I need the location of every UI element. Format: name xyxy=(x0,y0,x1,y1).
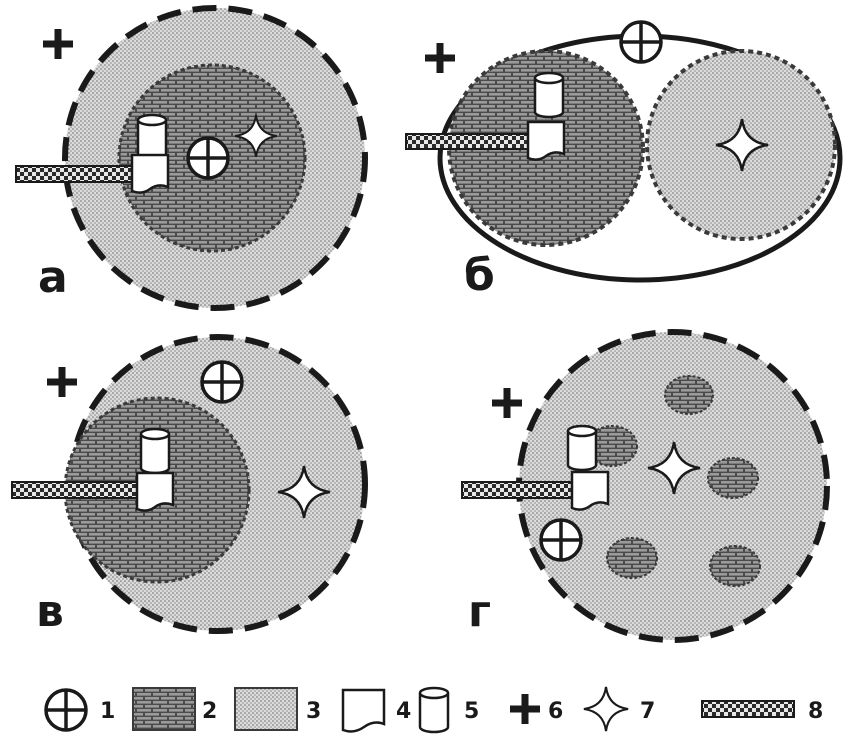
cylinder-icon xyxy=(568,426,596,470)
plus-icon xyxy=(510,694,540,724)
panel-a: а xyxy=(16,8,365,308)
legend: 1 2 3 4 5 6 7 8 xyxy=(46,687,823,732)
legend-number: 8 xyxy=(808,699,823,724)
panel-d: г xyxy=(462,332,827,640)
legend-item-5: 5 xyxy=(420,688,479,732)
legend-number: 6 xyxy=(548,699,563,724)
checker-bar xyxy=(406,134,532,149)
cylinder-icon xyxy=(141,429,169,473)
legend-number: 1 xyxy=(100,699,115,724)
panel-label: б xyxy=(464,250,495,301)
circle-cross-icon xyxy=(541,520,581,560)
panel-b: б xyxy=(406,22,840,301)
brick-patch xyxy=(607,538,657,578)
legend-item-4: 4 xyxy=(343,690,411,731)
legend-number: 2 xyxy=(202,699,217,724)
dot-stipple-swatch xyxy=(235,688,297,730)
plus-icon xyxy=(492,388,522,418)
checker-bar xyxy=(16,166,134,182)
plus-icon xyxy=(43,29,73,59)
circle-cross-icon xyxy=(202,362,242,402)
legend-item-3: 3 xyxy=(235,688,321,730)
legend-item-8: 8 xyxy=(702,699,823,724)
cylinder-icon xyxy=(420,688,448,732)
legend-number: 7 xyxy=(640,699,655,724)
legend-number: 5 xyxy=(464,699,479,724)
panel-label: а xyxy=(38,252,68,303)
legend-item-2: 2 xyxy=(133,688,217,730)
circle-cross-icon xyxy=(188,138,228,178)
checker-bar-swatch xyxy=(702,701,794,717)
legend-number: 3 xyxy=(306,699,321,724)
brick-patch xyxy=(710,546,760,586)
cylinder-icon xyxy=(535,73,563,117)
circle-cross-icon xyxy=(621,22,661,62)
checker-bar xyxy=(462,482,586,498)
panel-label: в xyxy=(36,586,64,637)
four-point-star-icon xyxy=(584,687,628,731)
panel-label: г xyxy=(468,586,491,637)
document-sheet-icon xyxy=(343,690,384,731)
panel-c: в xyxy=(12,337,365,637)
brick-pattern-swatch xyxy=(133,688,195,730)
brick-patch xyxy=(708,458,758,498)
legend-number: 4 xyxy=(396,699,411,724)
plus-icon xyxy=(425,43,455,73)
circle-cross-icon xyxy=(46,690,86,730)
legend-item-7: 7 xyxy=(584,687,655,731)
cylinder-icon xyxy=(138,115,166,159)
legend-item-1: 1 xyxy=(46,690,115,730)
brick-patch xyxy=(665,376,713,414)
legend-item-6: 6 xyxy=(510,694,563,724)
checker-bar xyxy=(12,482,152,498)
plus-icon xyxy=(47,367,77,397)
